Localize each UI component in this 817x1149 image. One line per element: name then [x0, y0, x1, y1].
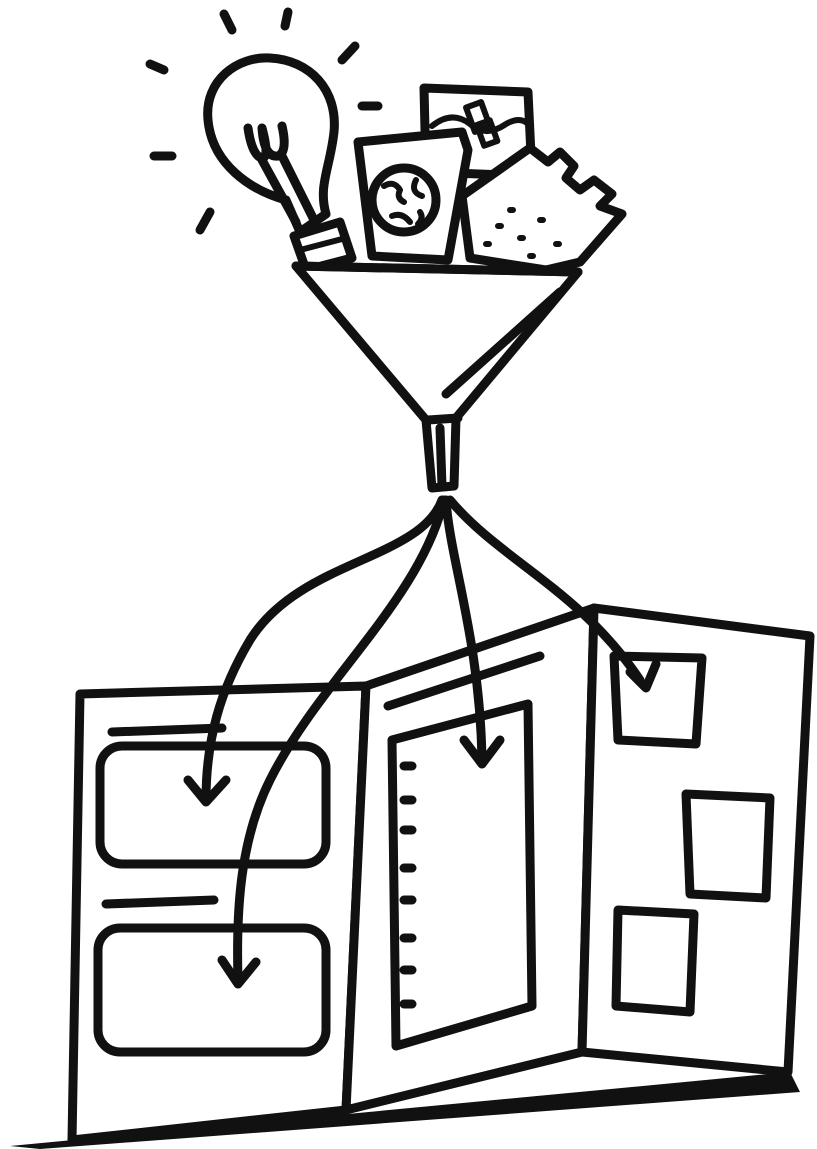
- funnel-icon: [296, 266, 578, 488]
- tri-fold-brochure-icon: [10, 608, 810, 1149]
- left-heading-bar-2: [106, 900, 214, 904]
- left-heading-bar: [112, 728, 222, 732]
- lightbulb-icon: [208, 58, 352, 270]
- globe-card-icon: [358, 132, 468, 260]
